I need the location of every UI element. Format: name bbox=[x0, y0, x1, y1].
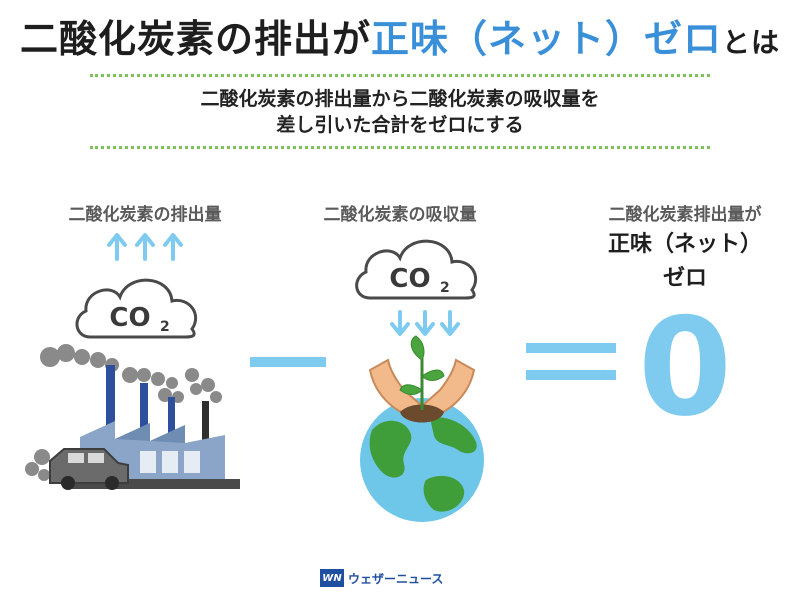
factory-illustration: CO 2 bbox=[25, 233, 240, 490]
cloud-sub-text: 2 bbox=[160, 319, 170, 335]
cloud-co-text: CO bbox=[109, 303, 150, 333]
equals-sign-bottom bbox=[526, 370, 616, 380]
hands-icon bbox=[368, 358, 476, 423]
dark-chimney-icon bbox=[202, 401, 209, 441]
result-line-zero: ゼロ bbox=[662, 266, 707, 291]
brand-name: ウェザーニュース bbox=[348, 571, 444, 586]
subtitle-line-1: 二酸化炭素の排出量から二酸化炭素の吸収量を bbox=[200, 88, 600, 110]
chimneys-icon bbox=[106, 365, 175, 437]
absorption-label: 二酸化炭素の吸収量 bbox=[323, 205, 477, 225]
earth-illustration: CO 2 bbox=[355, 239, 484, 522]
co2-cloud-icon: CO 2 bbox=[355, 239, 478, 300]
divider-top bbox=[90, 74, 710, 77]
cloud-co-text: CO bbox=[389, 264, 430, 294]
subtitle: 二酸化炭素の排出量から二酸化炭素の吸収量を 差し引いた合計をゼロにする bbox=[0, 86, 800, 138]
divider-bottom bbox=[90, 146, 710, 149]
result-label: 二酸化炭素排出量が bbox=[608, 205, 762, 225]
sprout-icon bbox=[399, 335, 445, 410]
equals-sign-top bbox=[526, 343, 616, 353]
up-arrows-icon bbox=[107, 233, 183, 261]
subtitle-line-2: 差し引いた合計をゼロにする bbox=[276, 114, 524, 136]
zero-value: 0 bbox=[638, 289, 732, 446]
footer-brand: WN ウェザーニュース bbox=[320, 566, 443, 590]
smoke-icon bbox=[25, 344, 222, 481]
down-arrows-icon bbox=[390, 310, 460, 336]
result-line-net: 正味（ネット） bbox=[607, 232, 762, 257]
minus-sign bbox=[250, 357, 326, 367]
title-main: 二酸化炭素の排出が bbox=[19, 17, 371, 61]
title-suffix: とは bbox=[722, 26, 781, 59]
car-icon bbox=[49, 448, 129, 490]
cloud-sub-text: 2 bbox=[440, 280, 450, 296]
emission-label: 二酸化炭素の排出量 bbox=[68, 205, 222, 225]
earth-icon bbox=[360, 398, 484, 522]
weathernews-logo: WN bbox=[320, 569, 344, 587]
page-title: 二酸化炭素の排出が正味（ネット）ゼロとは bbox=[0, 8, 800, 63]
co2-cloud-icon: CO 2 bbox=[75, 278, 198, 339]
title-highlight: 正味（ネット）ゼロ bbox=[370, 17, 722, 61]
result-text: 正味（ネット） ゼロ bbox=[580, 228, 790, 296]
